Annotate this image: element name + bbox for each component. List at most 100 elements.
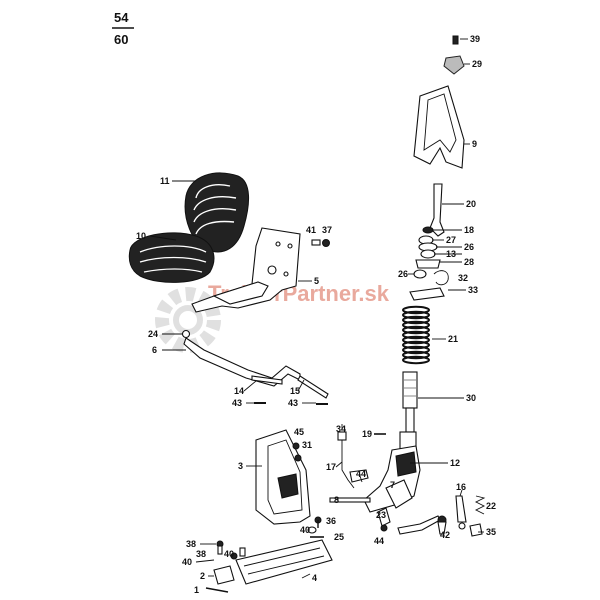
label-32: 32 xyxy=(458,273,468,283)
spring-coil xyxy=(402,350,430,360)
spring-coil xyxy=(402,355,430,365)
label-40b: 40 xyxy=(224,549,234,559)
label-28: 28 xyxy=(464,257,474,267)
bushing-13 xyxy=(420,249,436,259)
hand-lever-44b xyxy=(397,515,441,535)
label-20: 20 xyxy=(466,199,476,209)
bracket-20 xyxy=(429,183,445,237)
spring-seat-33 xyxy=(409,287,445,301)
label-43a: 43 xyxy=(232,398,242,408)
seat-cushion xyxy=(128,232,215,283)
cap-29 xyxy=(443,55,465,75)
spring-coil xyxy=(402,345,430,355)
clip-32 xyxy=(433,270,449,286)
label-25: 25 xyxy=(334,532,344,542)
spring-cup-28 xyxy=(415,259,441,269)
page-number-bottom: 60 xyxy=(114,32,128,47)
rod-14 xyxy=(251,375,283,385)
spring-coil xyxy=(402,335,430,345)
label-23: 23 xyxy=(376,510,386,520)
label-19: 19 xyxy=(362,429,372,439)
label-17: 17 xyxy=(326,462,336,472)
leader-lines xyxy=(149,38,484,579)
linkage-23 xyxy=(377,507,391,532)
label-30: 30 xyxy=(466,393,476,403)
bolts-41-37 xyxy=(311,239,330,247)
spring-coil xyxy=(402,305,430,315)
label-21: 21 xyxy=(448,334,458,344)
spring-coil xyxy=(402,315,430,325)
adjustment-lever xyxy=(181,329,301,387)
label-45: 45 xyxy=(294,427,304,437)
label-26: 26 xyxy=(464,242,474,252)
label-38b: 38 xyxy=(196,549,206,559)
label-33: 33 xyxy=(468,285,478,295)
backrest-cover-9 xyxy=(413,85,465,169)
label-9: 9 xyxy=(472,139,477,149)
label-7: 7 xyxy=(390,480,395,490)
label-36: 36 xyxy=(326,516,336,526)
spring-21 xyxy=(402,305,430,365)
label-31: 31 xyxy=(302,440,312,450)
linkage-arm-7 xyxy=(385,479,413,509)
washer-40 xyxy=(307,526,317,534)
label-16: 16 xyxy=(456,482,466,492)
label-41: 41 xyxy=(306,225,316,235)
label-40a: 40 xyxy=(300,525,310,535)
label-8: 8 xyxy=(334,495,339,505)
clip-35 xyxy=(469,523,483,537)
label-22: 22 xyxy=(486,501,496,511)
pin-1 xyxy=(205,587,229,593)
spring-coil xyxy=(402,320,430,330)
label-18: 18 xyxy=(464,225,474,235)
label-10: 10 xyxy=(136,231,146,241)
label-1: 1 xyxy=(194,585,199,595)
label-38a: 38 xyxy=(186,539,196,549)
bolt-42 xyxy=(437,515,447,535)
rod-15 xyxy=(297,375,329,399)
bolt-16 xyxy=(455,495,467,530)
label-44b: 44 xyxy=(374,536,384,546)
bolts-38-40 xyxy=(216,540,246,560)
label-24: 24 xyxy=(148,329,158,339)
pedestal-3 xyxy=(255,429,311,525)
cable-17-34 xyxy=(337,431,355,489)
spring-22 xyxy=(474,495,486,515)
pin-36 xyxy=(314,516,322,528)
seat-frame xyxy=(191,227,301,313)
base-bracket-12 xyxy=(363,445,421,513)
spring-coil xyxy=(402,340,430,350)
label-26b: 26 xyxy=(398,269,408,279)
label-44a: 44 xyxy=(356,469,366,479)
label-27: 27 xyxy=(446,235,456,245)
label-2: 2 xyxy=(200,571,205,581)
label-43b: 43 xyxy=(288,398,298,408)
label-4: 4 xyxy=(312,573,317,583)
label-15: 15 xyxy=(290,386,300,396)
washer-18 xyxy=(422,226,434,234)
label-37: 37 xyxy=(322,225,332,235)
spring-coil xyxy=(402,310,430,320)
label-34: 34 xyxy=(336,424,346,434)
base-plate-4 xyxy=(235,539,333,585)
page-number-top: 54 xyxy=(114,10,129,25)
label-13: 13 xyxy=(446,249,456,259)
bracket-44a xyxy=(349,469,369,483)
spring-coil xyxy=(402,325,430,335)
label-11: 11 xyxy=(160,176,170,186)
part-number-labels: 39 29 9 20 18 27 26 13 28 26 32 33 21 30… xyxy=(136,34,496,595)
label-35: 35 xyxy=(486,527,496,537)
label-40c: 40 xyxy=(182,557,192,567)
label-42: 42 xyxy=(440,530,450,540)
label-5: 5 xyxy=(314,276,319,286)
label-14: 14 xyxy=(234,386,244,396)
label-12: 12 xyxy=(450,458,460,468)
washer-26b xyxy=(413,269,427,279)
spring-coil xyxy=(402,330,430,340)
label-3: 3 xyxy=(238,461,243,471)
rod-8 xyxy=(329,497,371,503)
shock-absorber-30 xyxy=(399,371,418,451)
label-6: 6 xyxy=(152,345,157,355)
knob-39 xyxy=(452,35,459,45)
